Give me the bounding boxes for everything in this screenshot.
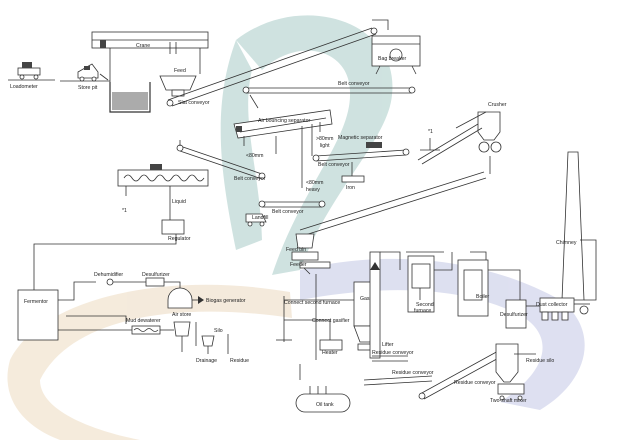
second-furnace-label-1: Second <box>416 302 434 308</box>
residue-silo-label: Residue silo <box>526 358 554 364</box>
feed-bin-label: Feed bin <box>286 247 306 253</box>
regulator-label: Regulator <box>168 236 191 242</box>
two-shaft-mixer-label: Two-shaft mixer <box>490 398 527 404</box>
connect-second-furnace-label: Connect second furnace <box>284 300 340 306</box>
residue-left-label: Residue <box>230 358 249 364</box>
desulfurizer-right <box>505 299 540 329</box>
magnetic-separator-label: Magnetic separator <box>338 135 383 141</box>
chimney-label: Chimney <box>556 240 577 246</box>
desulfurizer-left-label: Desulfurizer <box>142 272 170 278</box>
feed-label: Feed <box>174 68 186 74</box>
slat-conveyor-label: Slat conveyor <box>178 100 210 106</box>
belt-conveyor-mid-label: Belt conveyor <box>234 176 266 182</box>
residue-conveyor-1 <box>372 355 408 362</box>
air-bouncing-separator-label: Air bouncing separator <box>258 118 310 124</box>
second-furnace-label-2: furnace <box>414 308 431 314</box>
svg-text:*1: *1 <box>428 129 433 135</box>
heater-label: Heater <box>322 350 338 356</box>
residue-conveyor-1-label: Residue conveyor <box>372 350 414 356</box>
gt80mm-label: >80mm <box>316 136 333 142</box>
residue-conveyor-2-label: Residue conveyor <box>392 370 434 376</box>
mud-dewaterer-label: Mud dewaterer <box>126 318 161 324</box>
belt-conveyor-top-label: Belt conveyor <box>338 81 370 87</box>
oil-tank <box>295 386 351 413</box>
liquid-label: Liquid <box>172 199 186 205</box>
connect-gasifier-label: Connect gasifier <box>312 318 350 324</box>
gasifier-label: Gasifier <box>360 296 378 302</box>
watermark-logo <box>7 15 585 440</box>
air-store <box>164 281 200 309</box>
loadometer <box>8 62 55 81</box>
belt-conveyor-long <box>299 156 491 237</box>
loadometer-label: Loadometer <box>10 84 38 90</box>
lifter-label: Lifter <box>382 342 394 348</box>
light-label: light <box>320 143 330 149</box>
residue-silo <box>495 343 536 383</box>
lt80mm-heavy-label: <80mm <box>306 180 323 186</box>
oil-tank-label: Oil tank <box>316 402 334 408</box>
second-furnace <box>406 251 453 313</box>
slat-conveyor <box>166 19 389 107</box>
air-store-label: Air store <box>172 312 191 318</box>
drainage-label: Drainage <box>196 358 217 364</box>
biogas-arrow <box>198 296 204 304</box>
store-pit-truck <box>60 63 110 82</box>
store-pit-label: Store pit <box>78 85 98 91</box>
chimney <box>561 151 597 301</box>
screw-feeder: *1 <box>117 164 209 220</box>
lifter <box>369 251 401 359</box>
bag-breaker-label: Bag breaker <box>378 56 407 62</box>
biogas-generator-label: Biogas generator <box>206 298 246 304</box>
crane-label: Crane <box>136 43 150 49</box>
svg-text:*1: *1 <box>122 208 127 214</box>
residue-conveyor-2 <box>363 375 433 386</box>
silo-label: Silo <box>214 328 223 334</box>
regulator <box>33 219 185 290</box>
heavy-label: heavy <box>306 187 320 193</box>
mud-dewaterer <box>58 315 229 354</box>
desulfurizer-right-label: Desulfurizer <box>500 312 528 318</box>
bag-breaker <box>371 35 421 75</box>
feed-bin <box>291 233 331 275</box>
iron-label: Iron <box>346 185 355 191</box>
crusher-label: Crusher <box>488 102 507 108</box>
residue-conveyor-3 <box>418 348 506 400</box>
residue-conveyor-3-label: Residue conveyor <box>454 380 496 386</box>
two-shaft-mixer <box>497 383 525 401</box>
dust-collector <box>539 297 590 321</box>
landfill-label: Landfill <box>252 215 268 221</box>
lt80mm-label: <80mm <box>246 153 263 159</box>
crusher: *1 <box>417 111 502 165</box>
dehumidifier-label: Dehumidifier <box>94 272 123 278</box>
boiler <box>457 251 521 317</box>
boiler-label: Boiler <box>476 294 490 300</box>
belt-conveyor-mag-label: Belt conveyor <box>318 162 350 168</box>
gasifier-piping <box>276 274 362 380</box>
dust-collector-label: Dust collector <box>536 302 568 308</box>
belt-conveyor-top <box>242 86 416 109</box>
feeder-label: Feeder <box>290 262 307 268</box>
store-pit-bunker <box>109 75 197 113</box>
belt-conveyor-landfill-label: Belt conveyor <box>272 209 304 215</box>
fermentor-label: Fermentor <box>24 299 48 305</box>
air-bouncing-separator <box>233 109 333 188</box>
magnetic-separator <box>312 142 440 183</box>
belt-conveyor-mid <box>176 140 266 180</box>
belt-conveyor-landfill <box>245 200 326 227</box>
